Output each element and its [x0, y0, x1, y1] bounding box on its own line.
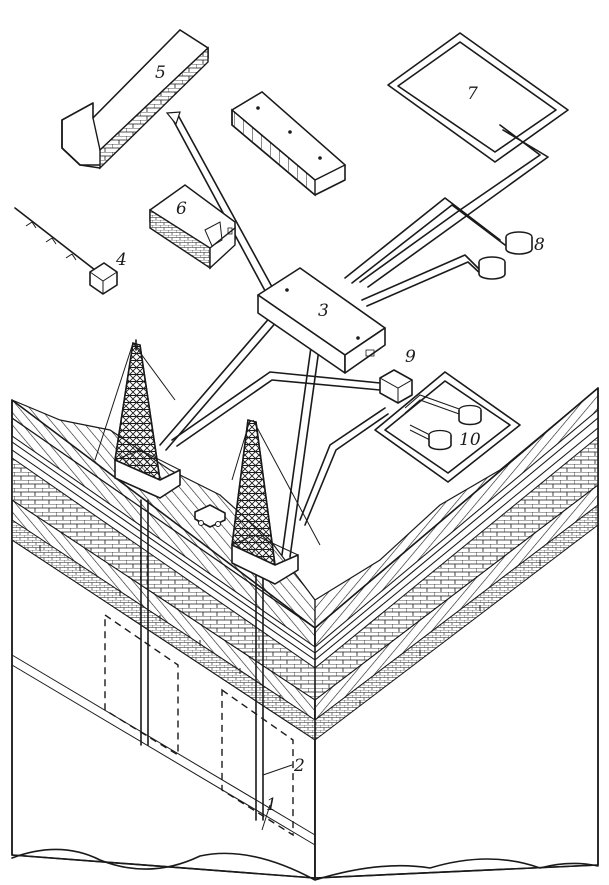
central-station-3 — [257, 267, 386, 374]
label-5: 5 — [155, 63, 166, 83]
derrick-left — [94, 339, 181, 499]
label-1: 1 — [266, 795, 277, 815]
ground-block — [11, 386, 599, 881]
tank-small — [478, 256, 506, 280]
well-pipe-left — [140, 499, 149, 746]
derrick-right — [231, 419, 321, 585]
power-line — [14, 207, 96, 271]
label-2: 2 — [293, 756, 305, 776]
oil-deposit-right — [221, 688, 294, 837]
label-7: 7 — [467, 84, 478, 104]
reservoir-7 — [387, 32, 569, 163]
vehicle-icon — [194, 504, 226, 528]
unit-9 — [379, 369, 413, 404]
label-3: 3 — [318, 301, 329, 321]
label-9: 9 — [405, 347, 416, 367]
building-6 — [149, 184, 236, 270]
building-5 — [61, 29, 210, 170]
transformer-4 — [89, 262, 118, 295]
long-building — [230, 91, 347, 197]
tank-8 — [505, 231, 533, 255]
label-10: 10 — [459, 430, 481, 450]
leader-line-2 — [262, 764, 293, 776]
label-4: 4 — [115, 250, 127, 270]
label-6: 6 — [176, 199, 187, 219]
pipelines — [159, 111, 549, 558]
well-pipe-right — [255, 559, 264, 821]
label-8: 8 — [534, 235, 545, 255]
leader-line-1 — [261, 804, 271, 831]
tank-farm-10 — [374, 371, 521, 483]
